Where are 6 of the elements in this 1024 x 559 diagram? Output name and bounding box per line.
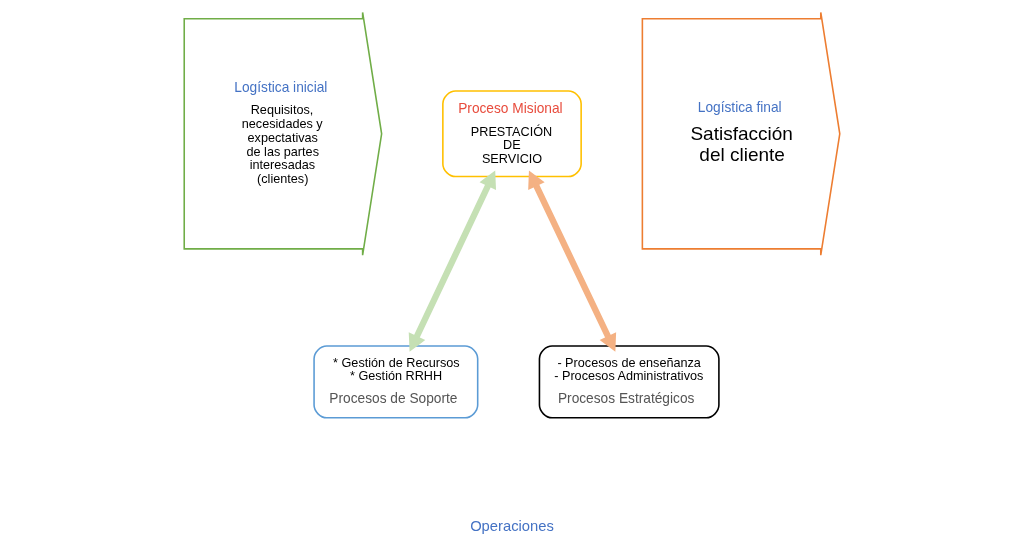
- arrow: [408, 170, 497, 352]
- node-box: - Procesos de enseñanza - Procesos Administrativos Procesos Estratégicos: [538, 345, 720, 419]
- arrow: [528, 170, 617, 352]
- label: Operaciones: [470, 518, 554, 535]
- node-box: Proceso Misional PRESTACIÓN DE SERVICIO: [442, 90, 582, 178]
- node-box: * Gestión de Recursos * Gestión RRHH Procesos de Soporte: [313, 345, 479, 419]
